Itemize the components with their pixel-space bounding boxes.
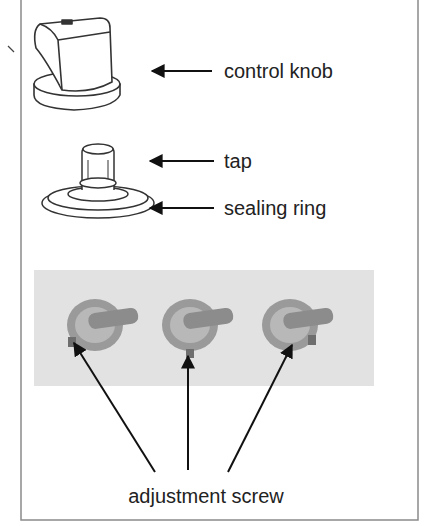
part-label: control knob (224, 60, 333, 83)
part-label: adjustment screw (128, 485, 284, 508)
part-label: sealing ring (224, 197, 326, 220)
frame (21, 0, 418, 520)
corner-mark (8, 46, 14, 52)
tap-photo (67, 299, 334, 358)
part-label: tap (224, 150, 252, 173)
tap-drawing (42, 144, 154, 218)
knob-drawing (34, 18, 120, 110)
photo-background (34, 270, 374, 386)
leader-arrows (74, 71, 292, 472)
